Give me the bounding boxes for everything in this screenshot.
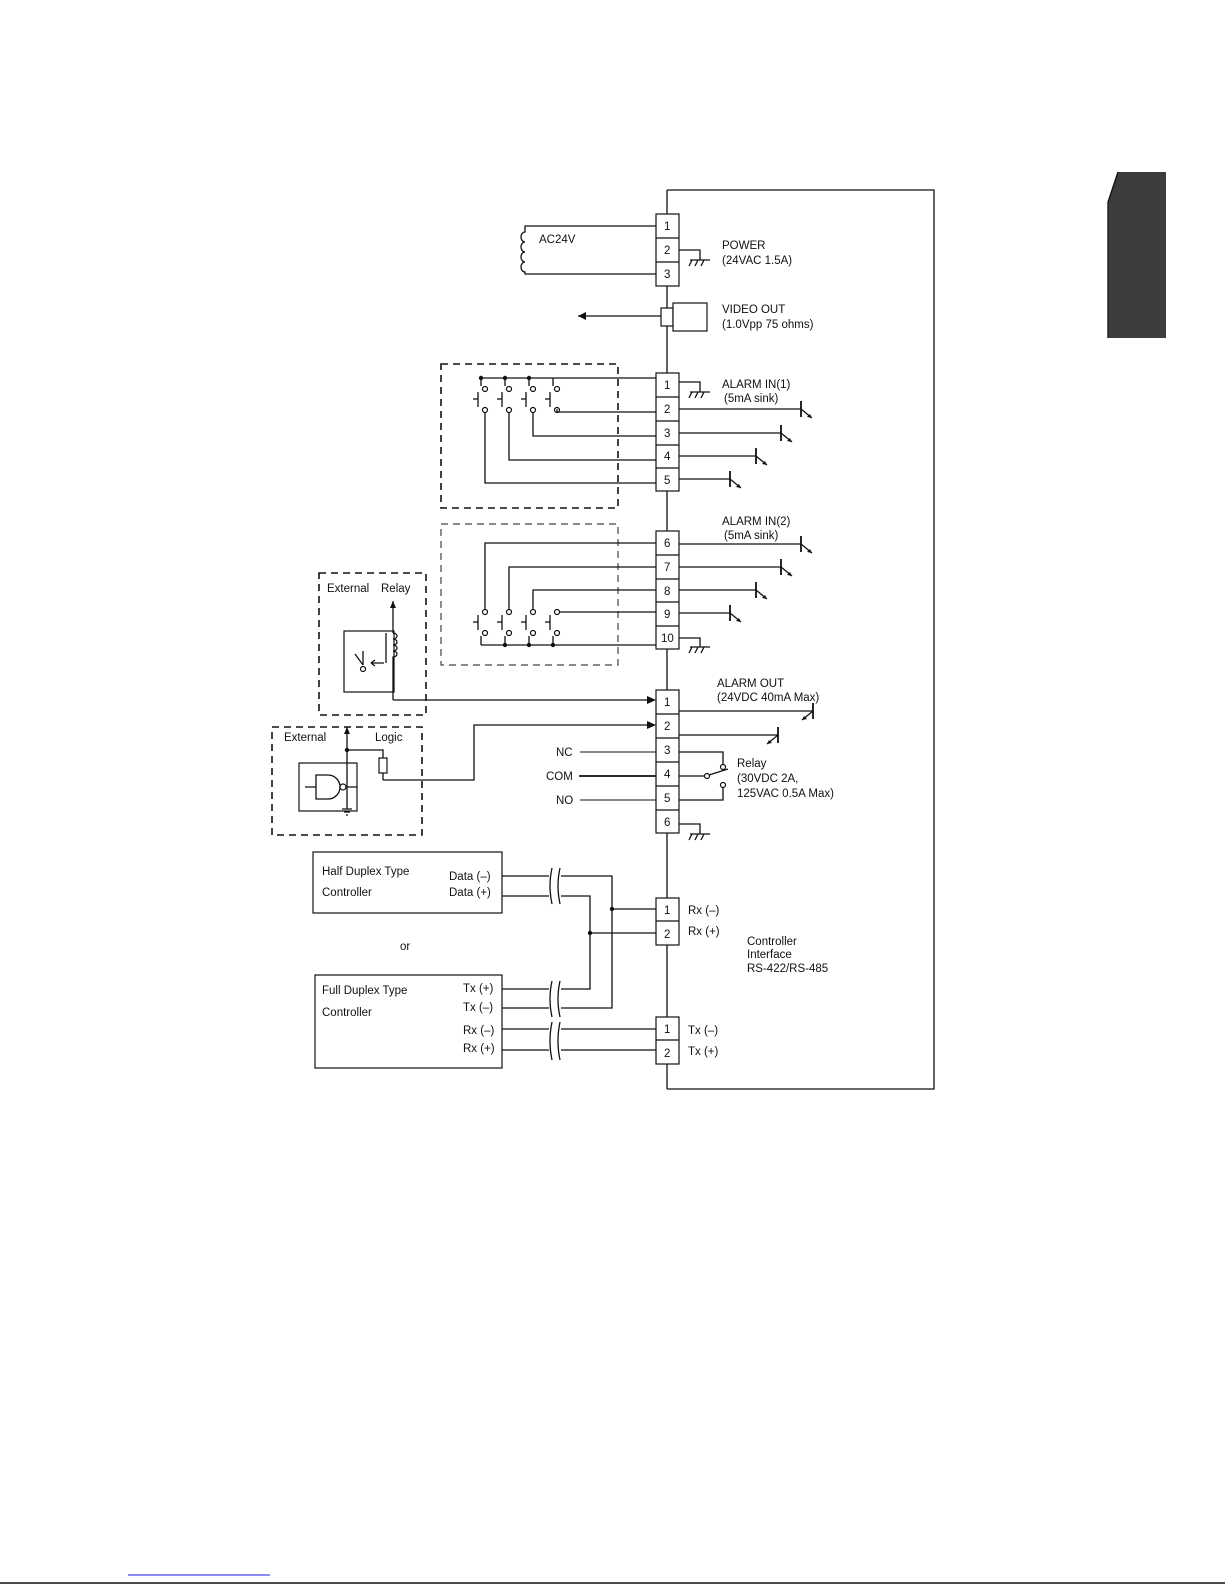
terminal-number: 2 [664, 245, 670, 257]
alarm-in-1-sensor-group [440, 363, 619, 509]
power-title: POWER [722, 240, 765, 252]
terminal-number: 10 [661, 633, 674, 645]
alarm-in-2-terminal-block: 6 7 8 9 10 [655, 530, 680, 650]
arrowhead [647, 696, 656, 704]
power-terminal-block: 1 2 3 [655, 213, 680, 287]
data-plus-label: Data (+) [449, 887, 491, 899]
terminal-number: 1 [664, 380, 670, 392]
external-relay-box [318, 572, 427, 716]
terminal-number: 3 [664, 428, 670, 440]
terminal-number: 1 [664, 221, 670, 233]
power-spec: (24VAC 1.5A) [722, 255, 792, 267]
external-logic-label-b: Logic [375, 732, 403, 744]
terminal-number: 5 [664, 475, 670, 487]
arrowhead [647, 721, 656, 729]
ground-icon [679, 823, 710, 841]
power-transformer-coil [520, 225, 656, 275]
ground-icon [679, 381, 710, 399]
tx-plus-label: Tx (+) [688, 1046, 719, 1058]
video-out-spec: (1.0Vpp 75 ohms) [722, 319, 814, 331]
alarm-in-2-title: ALARM IN(2) [722, 516, 791, 528]
terminal-number: 7 [664, 562, 670, 574]
rx-plus-label: Rx (+) [688, 926, 720, 938]
alarm-in-2-spec: (5mA sink) [724, 530, 778, 542]
rs485-wiring [502, 866, 656, 1062]
alarm-out-spec: (24VDC 40mA Max) [717, 692, 819, 704]
terminal-number: 1 [664, 905, 670, 917]
video-out-title: VIDEO OUT [722, 304, 785, 316]
transistor-icon [679, 401, 813, 489]
terminal-number: 4 [664, 451, 671, 463]
terminal-number: 2 [664, 1048, 670, 1060]
ctrl-rx-plus-label: Rx (+) [463, 1043, 495, 1055]
terminal-number: 1 [664, 1024, 670, 1036]
data-minus-label: Data (–) [449, 871, 491, 883]
tx-terminal-block: 1 2 [655, 1016, 680, 1065]
transistor-icon [679, 703, 814, 745]
terminal-number: 2 [664, 721, 670, 733]
external-relay-label-a: External [327, 583, 369, 595]
alarm-out-title: ALARM OUT [717, 678, 784, 690]
half-duplex-controller [312, 851, 503, 914]
rx-terminal-block: 1 2 [655, 897, 680, 946]
terminal-number: 2 [664, 929, 670, 941]
relay-title: Relay [737, 758, 767, 770]
ground-icon [679, 249, 710, 267]
half-duplex-label-1: Half Duplex Type [322, 866, 409, 878]
half-duplex-label-2: Controller [322, 887, 372, 899]
transistor-icon [679, 536, 813, 623]
alarm-in-2-switches [473, 542, 656, 648]
ctrl-tx-plus-label: Tx (+) [463, 983, 494, 995]
com-label: COM [546, 771, 573, 783]
terminal-number: 6 [664, 817, 670, 829]
external-logic-label-a: External [284, 732, 326, 744]
terminal-number: 8 [664, 586, 670, 598]
section-tab-edge [1107, 171, 1119, 338]
terminal-number: 4 [664, 769, 671, 781]
tx-minus-label: Tx (–) [688, 1025, 718, 1037]
terminal-number: 1 [664, 697, 670, 709]
relay-spec-2: 125VAC 0.5A Max) [737, 788, 834, 800]
alarm-out-terminal-block: 1 2 3 4 5 6 [655, 689, 680, 834]
relay-spec-1: (30VDC 2A, [737, 773, 798, 785]
or-label: or [400, 941, 410, 953]
controller-interface-3: RS-422/RS-485 [747, 963, 828, 975]
terminal-number: 3 [664, 269, 670, 281]
full-duplex-label-1: Full Duplex Type [322, 985, 407, 997]
device-outline [667, 189, 935, 1090]
video-out-connector [578, 302, 708, 332]
terminal-number: 5 [664, 793, 670, 805]
nc-label: NC [556, 747, 573, 759]
no-label: NO [556, 795, 573, 807]
terminal-number: 3 [664, 745, 670, 757]
logic-gate-icon [298, 727, 388, 816]
external-relay-label-b: Relay [381, 583, 411, 595]
alarm-in-1-spec: (5mA sink) [724, 393, 778, 405]
terminal-number: 6 [664, 538, 670, 550]
terminal-number: 9 [664, 609, 670, 621]
alarm-in-1-title: ALARM IN(1) [722, 379, 791, 391]
alarm-in-2-sensor-group [440, 523, 619, 666]
full-duplex-label-2: Controller [322, 1007, 372, 1019]
alarm-in-1-switches [473, 375, 656, 484]
logic-to-alarm-out-2 [383, 724, 651, 781]
controller-interface-2: Interface [747, 949, 792, 961]
rx-minus-label: Rx (–) [688, 905, 719, 917]
controller-interface-1: Controller [747, 936, 797, 948]
alarm-in-1-terminal-block: 1 2 3 4 5 [655, 372, 680, 492]
terminal-number: 2 [664, 404, 670, 416]
full-duplex-controller [314, 974, 503, 1069]
section-tab [1108, 172, 1166, 338]
ctrl-tx-minus-label: Tx (–) [463, 1002, 493, 1014]
ground-icon [679, 637, 710, 654]
relay-contact-icon [679, 751, 729, 801]
ac24v-label: AC24V [539, 234, 576, 246]
relay-icon [343, 601, 398, 700]
ctrl-rx-minus-label: Rx (–) [463, 1025, 494, 1037]
